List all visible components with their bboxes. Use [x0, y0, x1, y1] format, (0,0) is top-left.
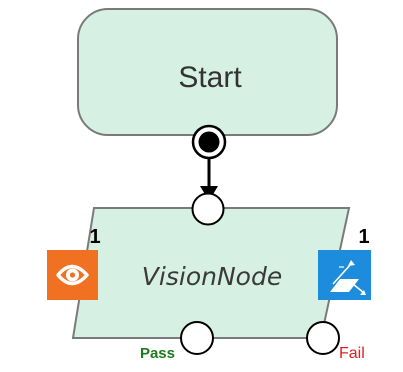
start-output-port[interactable]	[191, 124, 227, 160]
measure-transform-icon	[330, 260, 366, 295]
fail-output[interactable]: Fail	[306, 321, 365, 362]
pass-output-port[interactable]	[180, 321, 214, 355]
vision-node-input-port[interactable]	[191, 192, 225, 226]
pass-output[interactable]: Pass	[140, 321, 214, 362]
right-tool[interactable]: 1	[318, 226, 371, 300]
right-tool-count: 1	[358, 226, 369, 248]
fail-output-port[interactable]	[306, 321, 340, 355]
left-tool[interactable]: 1	[47, 226, 101, 300]
vision-node-label: VisionNode	[142, 262, 282, 291]
vision-node[interactable]: VisionNode	[71, 207, 351, 339]
start-output-port-dot	[198, 131, 220, 153]
start-node[interactable]: Start	[77, 8, 338, 136]
fail-output-label: Fail	[339, 345, 365, 362]
start-node-label: Start	[178, 61, 242, 94]
left-tool-count: 1	[89, 226, 100, 248]
eye-icon	[56, 264, 89, 286]
pass-output-label: Pass	[140, 345, 175, 362]
